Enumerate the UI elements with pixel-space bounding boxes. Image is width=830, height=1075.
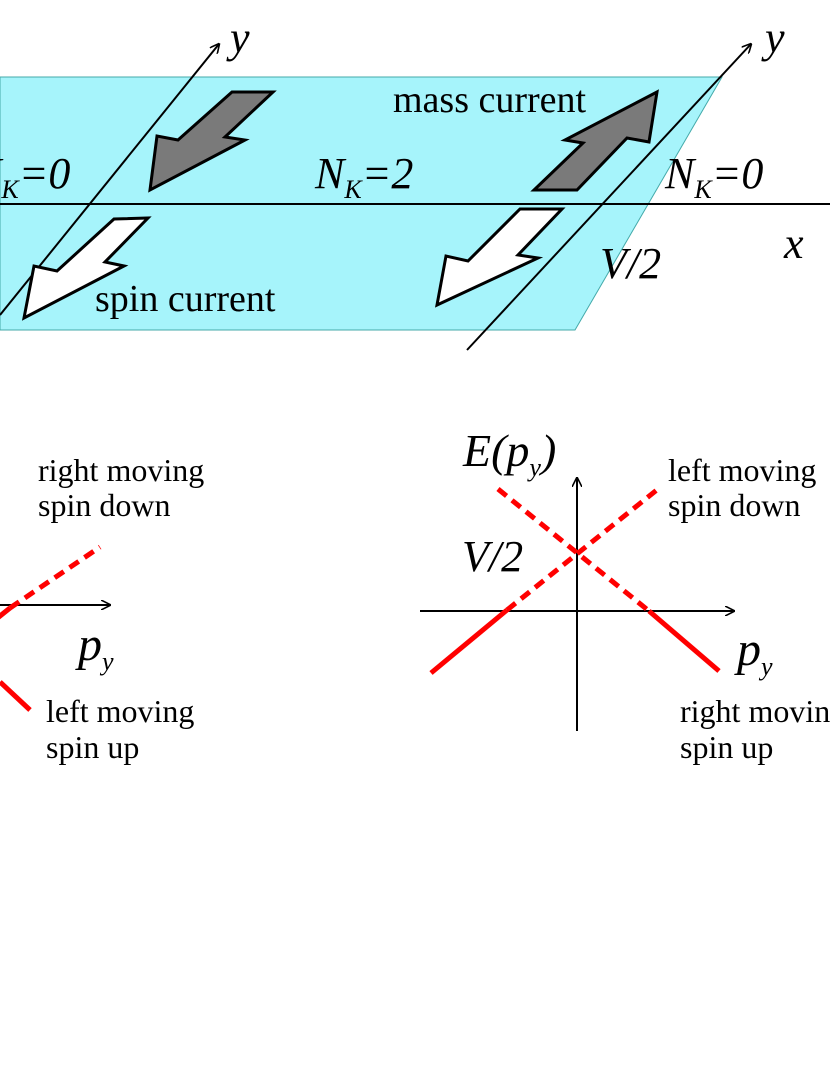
right-voltage-label: V/2 xyxy=(462,532,523,581)
right-lower-label-line1: right moving xyxy=(680,693,830,729)
nk-mid-label: NK=2 xyxy=(314,149,413,204)
left-upper-label-line1: right moving xyxy=(38,452,204,488)
left-p-axis-label: py xyxy=(75,618,114,676)
axis-y-label-left: y xyxy=(226,13,250,62)
right-plot: E(py) py V/2 left moving spin down right… xyxy=(420,425,830,765)
right-p-axis-label: py xyxy=(734,623,773,681)
left-dispersion-lower xyxy=(0,680,32,712)
left-upper-label-line2: spin down xyxy=(38,487,170,523)
right-upper-label-line1: left moving xyxy=(668,452,816,488)
left-dispersion-solid xyxy=(0,606,12,620)
right-dispersion-solid-right xyxy=(647,609,721,673)
right-upper-label-line2: spin down xyxy=(668,487,800,523)
right-dispersion-solid-left xyxy=(429,608,509,675)
right-dispersion-dashed-rising xyxy=(505,487,660,612)
right-dispersion-dashed-falling xyxy=(496,487,651,613)
y-axis-right xyxy=(466,44,751,351)
spin-current-arrow-right xyxy=(435,207,566,308)
left-lower-label-line2: spin up xyxy=(46,729,139,765)
mass-current-label: mass current xyxy=(393,79,587,121)
spin-current-label: spin current xyxy=(95,278,276,320)
axis-x-label: x xyxy=(783,219,804,268)
left-lower-label-line1: left moving xyxy=(46,693,194,729)
axis-y-label-right: y xyxy=(761,13,785,62)
left-plot: py right moving spin down left moving sp… xyxy=(0,452,204,765)
voltage-label-top: V/2 xyxy=(600,239,661,288)
mass-current-arrow-right xyxy=(530,89,659,192)
left-dispersion-dashed xyxy=(8,544,102,611)
top-panel: y y x mass current spin current V/2 NK=0… xyxy=(0,13,830,351)
right-e-axis-label: E(py) xyxy=(462,425,556,482)
nk-right-label: NK=0 xyxy=(664,149,763,204)
spin-current-arrow-left xyxy=(21,216,152,321)
right-lower-label-line2: spin up xyxy=(680,729,773,765)
mass-current-arrow-left xyxy=(148,90,277,193)
